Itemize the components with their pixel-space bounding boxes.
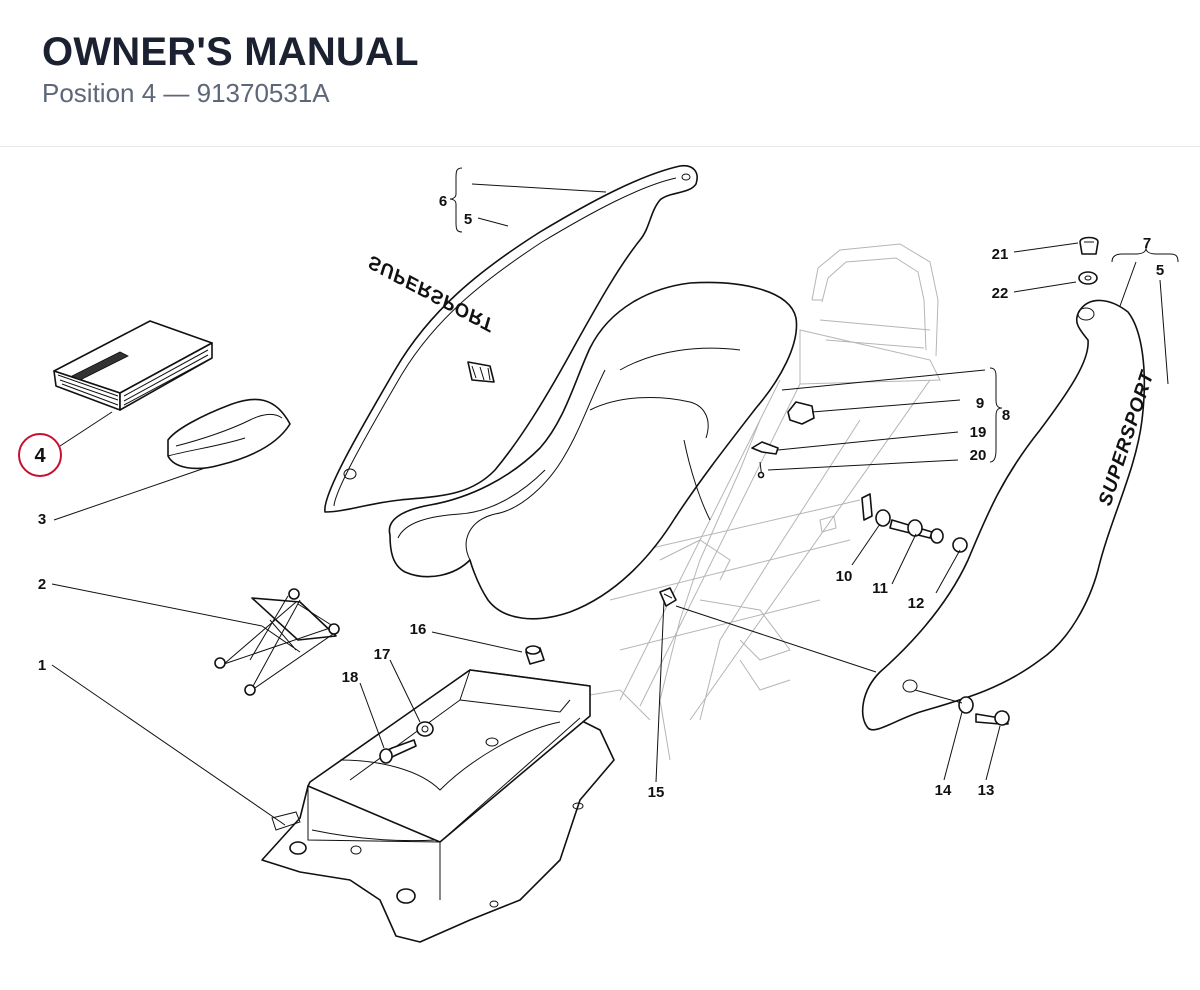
- right-side-panel: SUPERSPORT: [861, 299, 1159, 731]
- callout-5a[interactable]: 5: [464, 211, 472, 228]
- callout-8[interactable]: 8: [1002, 407, 1010, 424]
- callout-labels: 4 3 2 1 6 5 16 17 18 15 21 22 7 5 9 8 19…: [18, 193, 1164, 801]
- callout-11[interactable]: 11: [872, 580, 888, 597]
- callout-18[interactable]: 18: [342, 669, 359, 686]
- callout-9[interactable]: 9: [976, 395, 984, 412]
- callout-4[interactable]: 4: [34, 445, 46, 467]
- callout-17[interactable]: 17: [374, 646, 391, 663]
- right-panel-fasteners: [958, 236, 1099, 726]
- exploded-parts-diagram: SUPERSPORT: [0, 146, 1200, 990]
- selected-callout-ring: [18, 433, 62, 477]
- x-bracket: [214, 588, 340, 696]
- page-title: OWNER'S MANUAL: [42, 30, 419, 74]
- callout-1[interactable]: 1: [38, 657, 46, 674]
- callout-10[interactable]: 10: [836, 568, 853, 585]
- callout-20[interactable]: 20: [970, 447, 987, 464]
- callout-13[interactable]: 13: [978, 782, 995, 799]
- page-header: OWNER'S MANUAL Position 4 — 91370531A: [0, 0, 1200, 147]
- page-subtitle: Position 4 — 91370531A: [42, 78, 330, 108]
- callout-6[interactable]: 6: [439, 193, 447, 210]
- callout-2[interactable]: 2: [38, 576, 46, 593]
- callout-3[interactable]: 3: [38, 511, 46, 528]
- owners-manual-booklet: [53, 320, 213, 411]
- callout-5b[interactable]: 5: [1156, 262, 1164, 279]
- callout-21[interactable]: 21: [992, 246, 1009, 263]
- tray-fasteners: [379, 645, 545, 764]
- callout-14[interactable]: 14: [935, 782, 952, 799]
- callout-16[interactable]: 16: [410, 621, 427, 638]
- under-seat-tray: [261, 669, 615, 943]
- seat: [388, 281, 798, 620]
- leader-lines: [51, 167, 1179, 826]
- clip-parts: [659, 401, 815, 607]
- callout-22[interactable]: 22: [992, 285, 1009, 302]
- callout-19[interactable]: 19: [970, 424, 987, 441]
- seat-cover-pad: [167, 398, 291, 470]
- callout-15[interactable]: 15: [648, 784, 665, 801]
- callout-12[interactable]: 12: [908, 595, 925, 612]
- mid-fasteners: [861, 493, 968, 553]
- callout-7[interactable]: 7: [1143, 235, 1151, 252]
